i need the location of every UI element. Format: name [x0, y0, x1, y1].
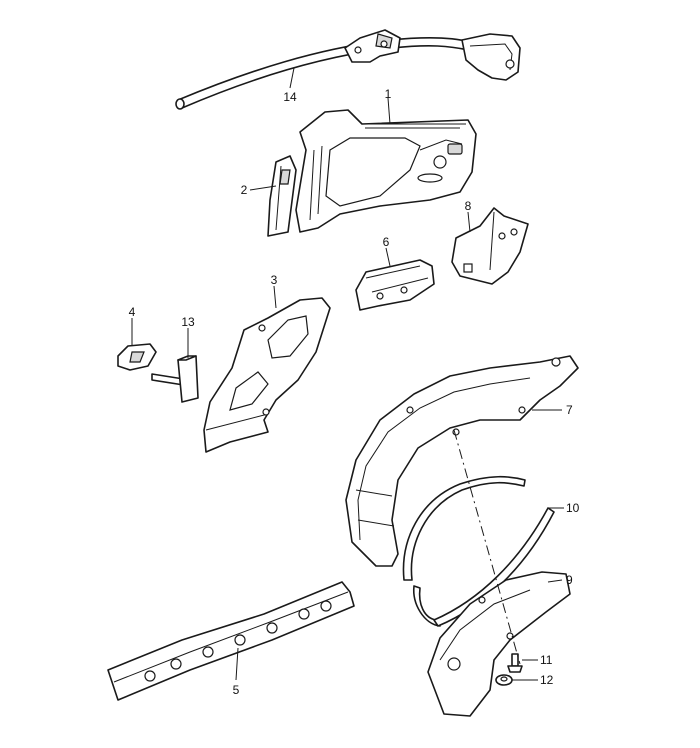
part-12-nut	[495, 674, 513, 686]
callout-2: 2	[241, 183, 248, 197]
callout-4: 4	[129, 305, 136, 319]
assembly-axis-line	[453, 429, 521, 665]
part-7-wheel-house	[345, 355, 579, 567]
callout-3: 3	[271, 273, 278, 287]
callout-11: 11	[540, 653, 553, 667]
part-6-reinforcement	[355, 259, 435, 311]
callout-13: 13	[181, 315, 195, 329]
callout-9: 9	[566, 573, 573, 587]
part-9-liner	[427, 571, 571, 717]
callout-5: 5	[233, 683, 240, 697]
callout-8: 8	[465, 199, 472, 213]
callout-7: 7	[566, 403, 573, 417]
part-2-pillar-strip	[267, 155, 297, 237]
callout-6: 6	[383, 235, 390, 249]
part-8-bracket	[451, 207, 529, 285]
leader-lines	[131, 67, 564, 681]
callout-14: 14	[283, 90, 297, 104]
part-11-bolt	[507, 653, 523, 673]
part-13-block	[177, 355, 199, 403]
part-3-quarter-inner	[203, 297, 331, 453]
callout-1: 1	[385, 87, 392, 101]
part-5-rocker-panel	[107, 581, 355, 701]
part-1-side-frame	[295, 109, 477, 233]
callout-10: 10	[566, 501, 580, 515]
part-14-roof-rail	[175, 29, 521, 110]
callout-12: 12	[540, 673, 554, 687]
